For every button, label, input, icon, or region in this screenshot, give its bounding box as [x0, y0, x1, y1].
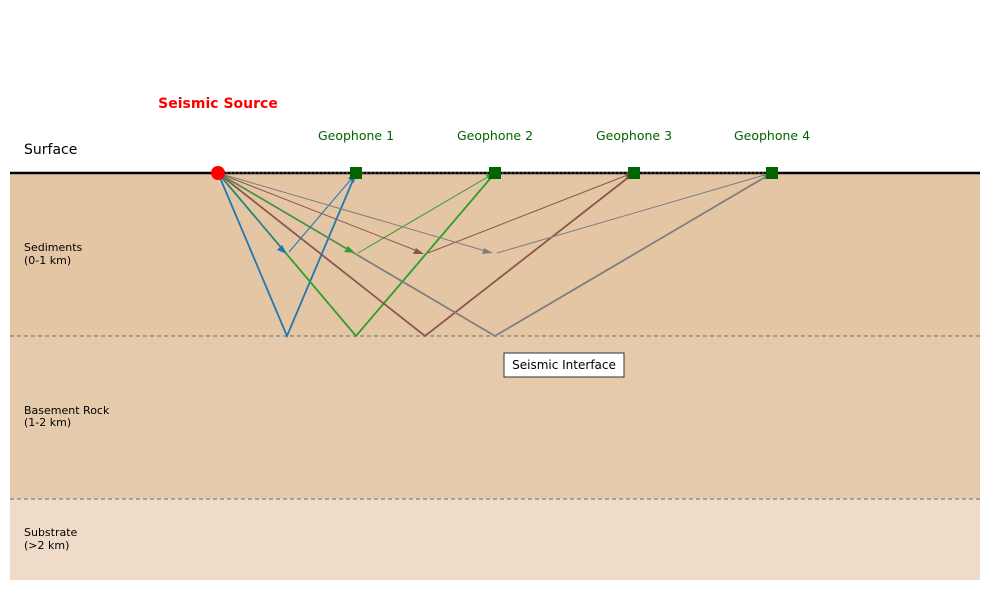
layer-sediments: [10, 173, 980, 336]
arrow-ray-brown-down: [217, 172, 421, 253]
arrow-head-blue-down: [277, 245, 287, 254]
layer-basement-range: (1-2 km): [24, 416, 71, 429]
layer-substrate-name: Substrate: [24, 526, 78, 539]
geophone-4-label: Geophone 4: [734, 128, 810, 143]
ray-reflection-3: [217, 172, 635, 338]
arrow-head-brown-down: [413, 248, 424, 254]
arrow-ray-blue-down: [217, 172, 285, 252]
interface-label: Seismic Interface: [512, 358, 616, 372]
layer-substrate: [10, 499, 980, 580]
arrow-ray-brown-up: [427, 173, 631, 254]
geophone-1-marker: [350, 167, 362, 179]
arrow-ray-gray-up: [496, 173, 769, 254]
seismic-source-marker: [211, 166, 225, 180]
geophone-3-marker: [628, 167, 640, 179]
layer-basement-name: Basement Rock: [24, 404, 110, 417]
arrow-head-green-down: [344, 246, 355, 253]
arrow-head-gray-down: [482, 248, 493, 254]
layer-sediments-name: Sediments: [24, 241, 83, 254]
seismic-source-label: Seismic Source: [158, 96, 278, 112]
geophone-4-marker: [766, 167, 778, 179]
geophone-2-marker: [489, 167, 501, 179]
surface-label: Surface: [24, 142, 77, 158]
layer-sediments-range: (0-1 km): [24, 254, 71, 267]
interface-label-box: [503, 352, 625, 378]
layer-basement-rock: [10, 336, 980, 499]
geophone-3-label: Geophone 3: [596, 128, 672, 143]
arrow-ray-blue-up: [288, 176, 354, 253]
layer-substrate-range: (>2 km): [24, 539, 69, 552]
geophone-1-label: Geophone 1: [318, 128, 394, 143]
arrow-ray-green-down: [217, 172, 352, 252]
arrow-ray-green-up: [357, 174, 492, 254]
ray-reflection-1: [217, 172, 357, 339]
geophone-2-label: Geophone 2: [457, 128, 533, 143]
arrow-ray-gray-down: [217, 172, 490, 253]
